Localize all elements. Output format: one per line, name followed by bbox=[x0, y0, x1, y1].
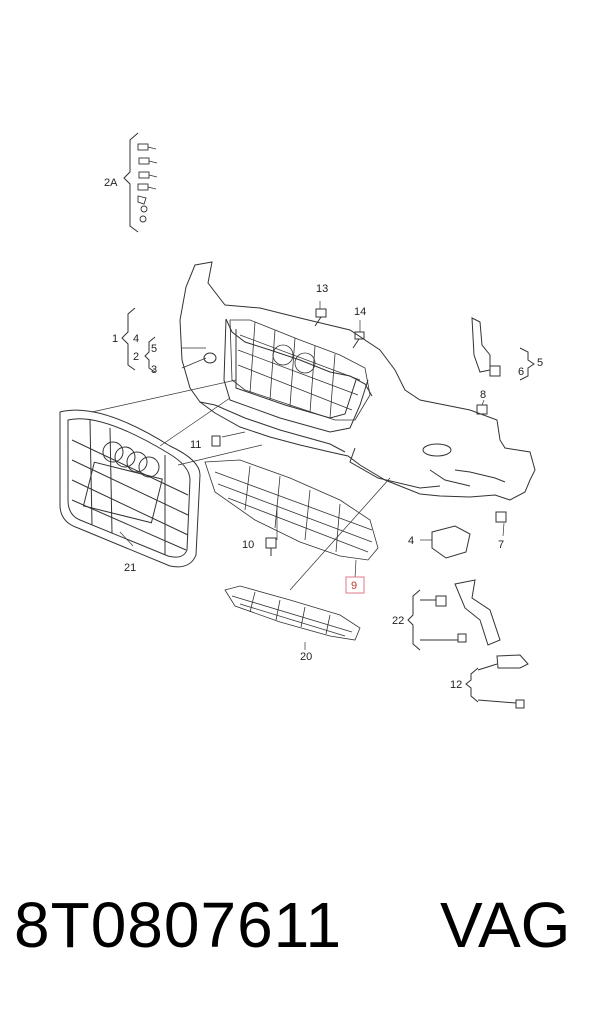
lower-grille bbox=[204, 459, 379, 561]
label-4-left: 4 bbox=[133, 333, 139, 345]
cover-4 bbox=[431, 525, 471, 559]
bracket-5-right bbox=[471, 317, 501, 377]
screw-set-2a bbox=[123, 132, 158, 233]
clip-7 bbox=[495, 511, 507, 523]
screw-10 bbox=[265, 537, 277, 556]
exploded-parts-diagram: 2A 1 4 2 5 3 13 14 5 6 8 11 10 21 4 7 9 … bbox=[59, 132, 543, 709]
label-4-right: 4 bbox=[408, 535, 414, 547]
label-2: 2 bbox=[133, 351, 139, 363]
leader-lines bbox=[91, 301, 505, 650]
screw-13 bbox=[314, 308, 327, 327]
screw-14 bbox=[352, 331, 365, 349]
side-grille bbox=[224, 585, 361, 641]
bracket-12 bbox=[496, 654, 529, 709]
brace-22 bbox=[407, 589, 458, 651]
front-grille bbox=[59, 409, 201, 568]
label-22: 22 bbox=[392, 615, 404, 627]
brace-right-5 bbox=[519, 347, 535, 381]
label-14: 14 bbox=[354, 306, 366, 318]
brand-name: VAG bbox=[440, 889, 571, 961]
label-20: 20 bbox=[300, 651, 312, 663]
upper-grille-mesh bbox=[229, 319, 371, 421]
label-10: 10 bbox=[242, 539, 254, 551]
label-21: 21 bbox=[124, 562, 136, 574]
label-7: 7 bbox=[498, 539, 504, 551]
label-11: 11 bbox=[190, 439, 201, 451]
label-13: 13 bbox=[316, 283, 328, 295]
label-9: 9 bbox=[351, 580, 357, 592]
label-12: 12 bbox=[450, 679, 462, 691]
brace-left bbox=[121, 307, 156, 373]
label-5-left: 5 bbox=[151, 343, 157, 355]
label-3: 3 bbox=[151, 364, 157, 376]
label-8: 8 bbox=[480, 389, 486, 401]
bumper-cover bbox=[179, 261, 536, 501]
brace-12 bbox=[465, 663, 517, 704]
bracket-22 bbox=[435, 579, 501, 646]
label-5-right: 5 bbox=[537, 357, 543, 369]
callout-box-9 bbox=[345, 576, 365, 594]
label-1: 1 bbox=[112, 333, 118, 345]
label-6: 6 bbox=[518, 366, 524, 378]
part-number: 8T0807611 bbox=[14, 889, 343, 961]
clip-11 bbox=[211, 435, 221, 447]
label-2a: 2A bbox=[104, 177, 118, 189]
